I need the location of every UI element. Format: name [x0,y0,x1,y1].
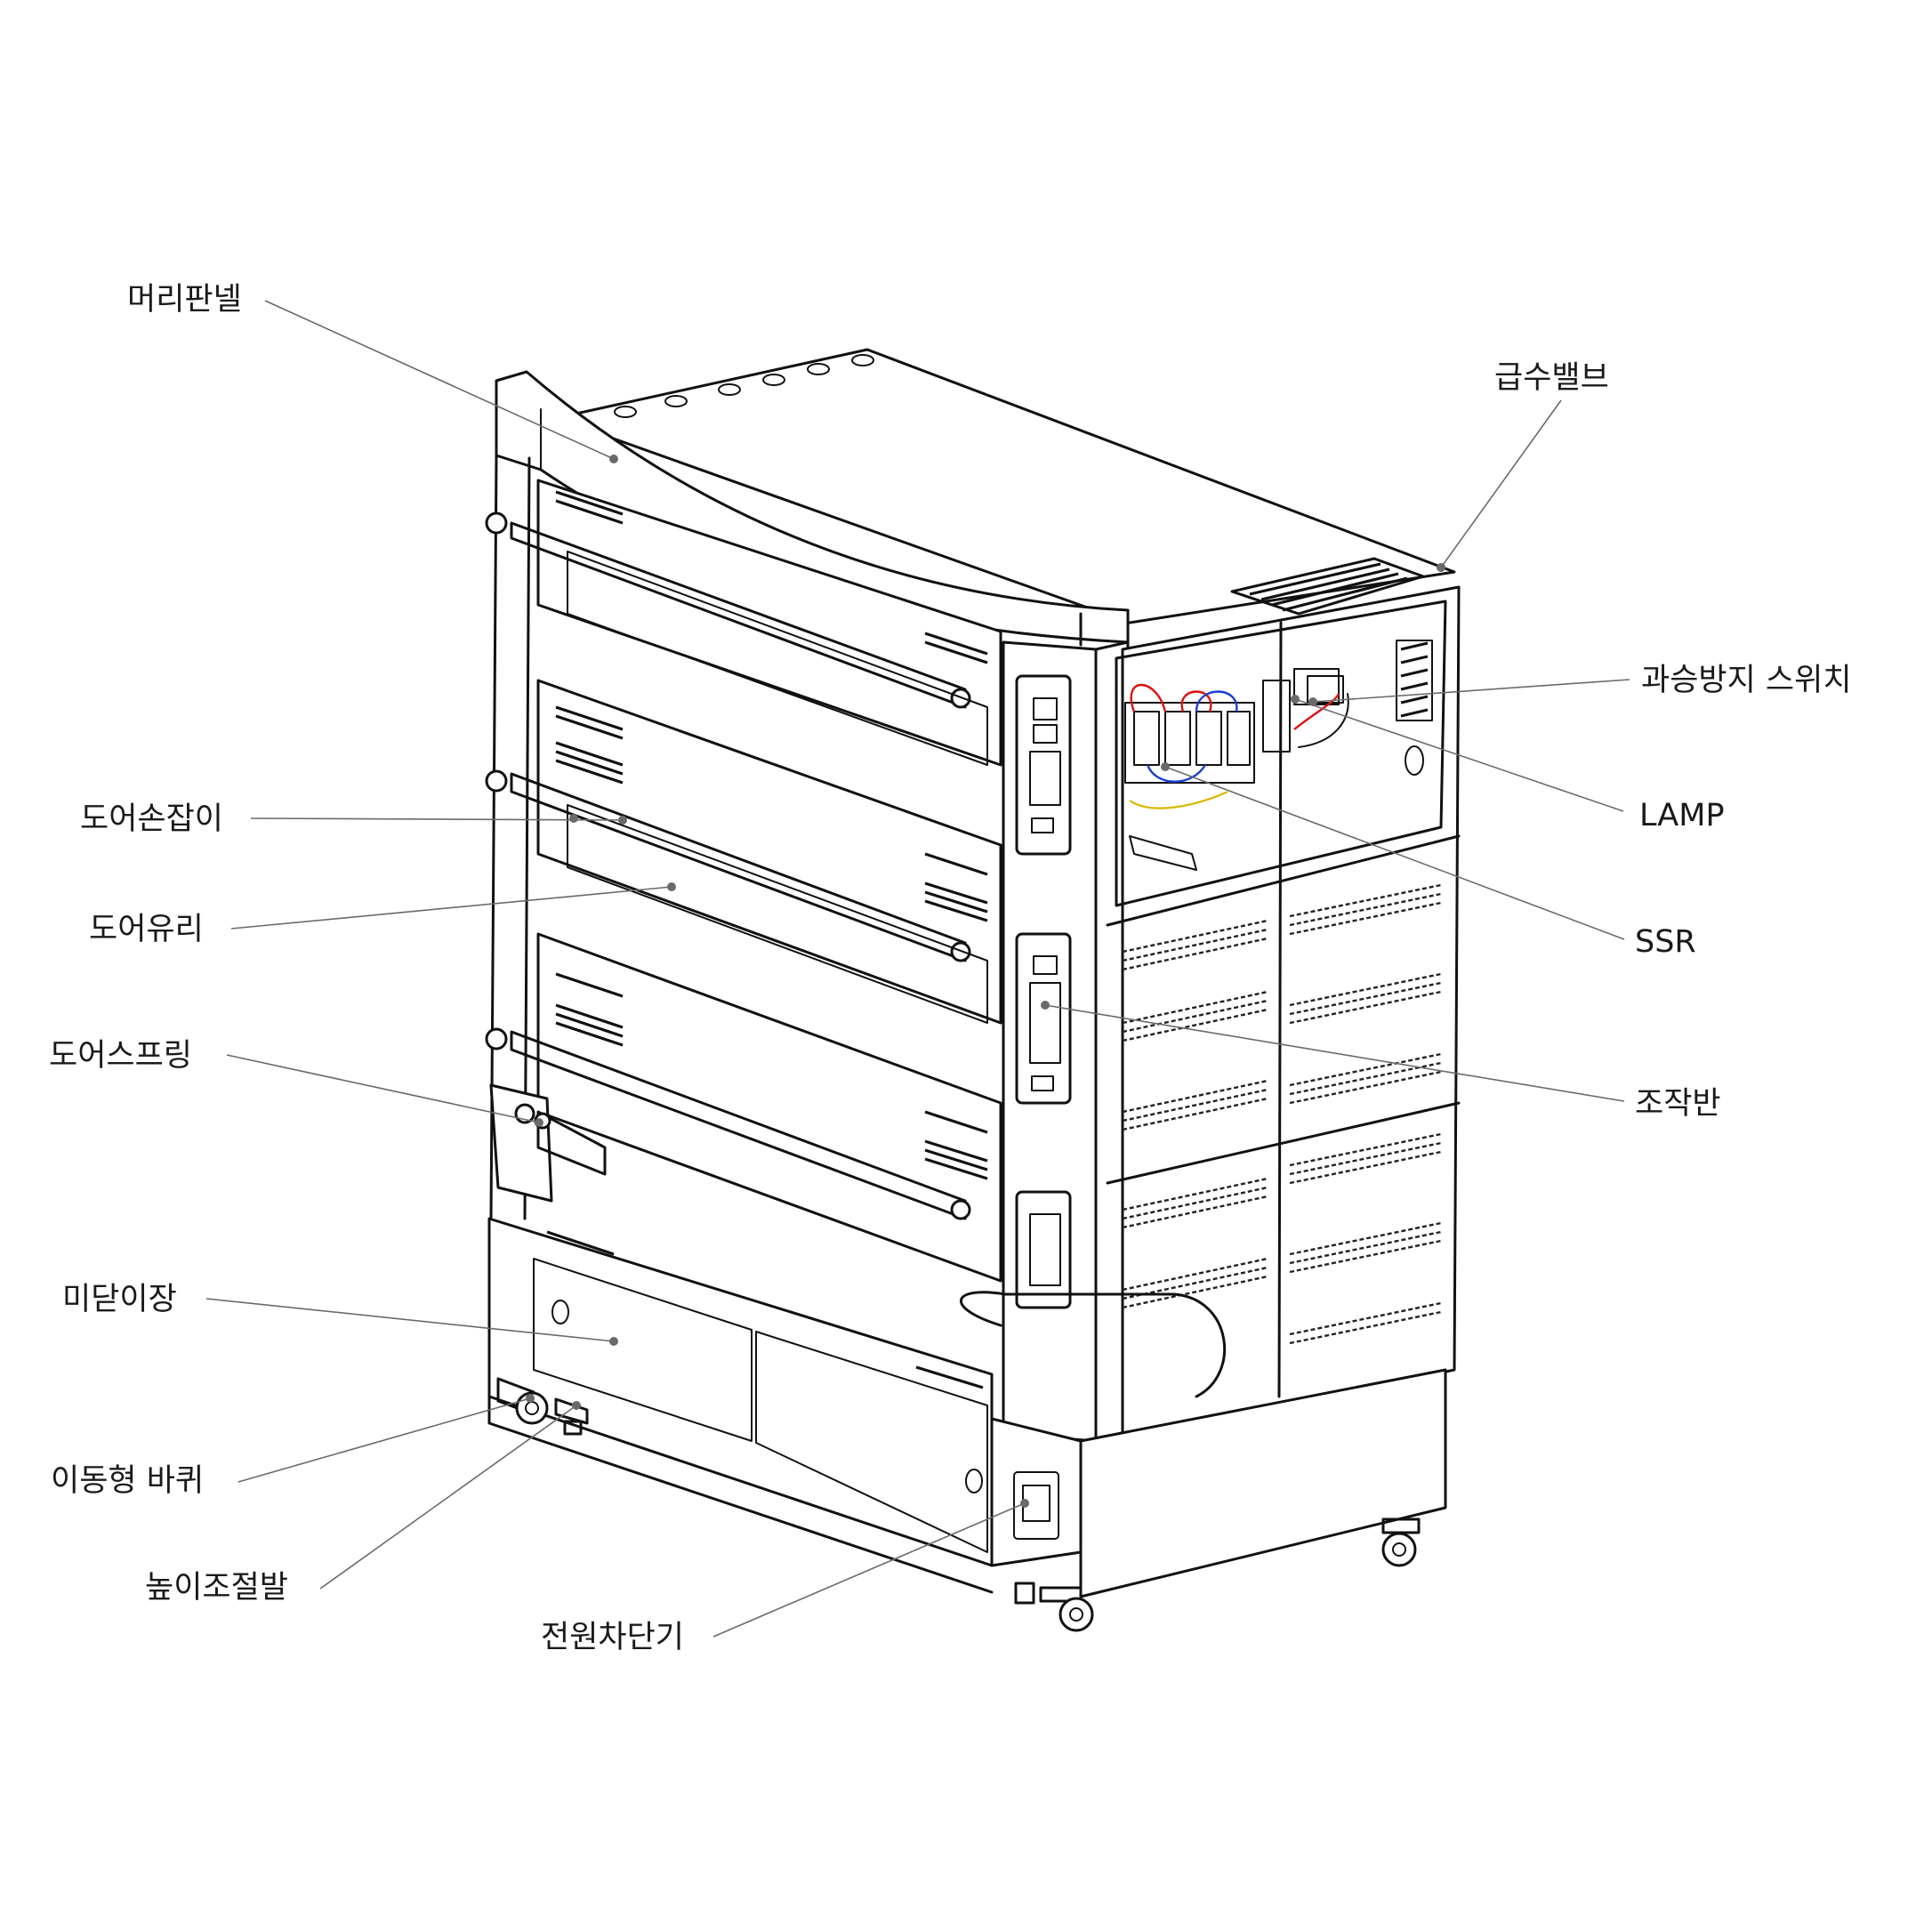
label-control-panel: 조작반 [1635,1086,1721,1122]
control-panels [1015,674,1072,1309]
label-door-spring: 도어스프링 [49,1038,192,1074]
callout-water-valve: 급수밸브 [1440,360,1609,568]
side-slot-vents [1122,883,1442,1345]
label-leveling-foot: 높이조절발 [145,1570,288,1606]
label-breaker: 전원차단기 [541,1620,684,1655]
label-water-valve: 급수밸브 [1494,360,1609,396]
top-grille [1230,557,1425,616]
callout-ssr: SSR [1164,766,1696,960]
label-door-handle: 도어손잡이 [80,801,223,837]
callout-door-glass: 도어유리 [89,886,672,947]
callout-control-panel: 조작반 [1044,1004,1721,1122]
deck-2 [485,679,1002,1025]
label-door-glass: 도어유리 [89,912,204,947]
callout-head-panel: 머리판넬 [127,282,618,463]
callout-door-spring: 도어스프링 [49,1038,540,1123]
callout-caster: 이동형 바퀴 [51,1397,531,1499]
right-base [990,1368,1447,1632]
callout-leveling-foot: 높이조절발 [145,1405,577,1606]
label-caster: 이동형 바퀴 [51,1463,204,1499]
label-ssr: SSR [1635,924,1696,960]
callouts: 머리판넬 급수밸브 과승방지 스위치 LAMP 도어손잡이 도어유리 SSR [49,282,1852,1655]
callout-lamp: LAMP [1294,698,1725,833]
label-lamp: LAMP [1639,798,1725,833]
label-drawer: 미닫이장 [62,1282,177,1317]
label-overheat-switch: 과승방지 스위치 [1641,663,1852,698]
lower-cabinet [487,1217,994,1594]
deck-3 [485,932,1002,1283]
callout-overheat-switch: 과승방지 스위치 [1312,663,1852,703]
electrical-compartment [1124,640,1433,871]
callout-breaker: 전원차단기 [541,1502,1026,1655]
callout-drawer: 미닫이장 [62,1282,615,1342]
label-head-panel: 머리판넬 [127,282,242,318]
callout-door-handle: 도어손잡이 [80,801,624,837]
oven-illustration [485,348,1461,1632]
deck-1 [485,479,1002,767]
